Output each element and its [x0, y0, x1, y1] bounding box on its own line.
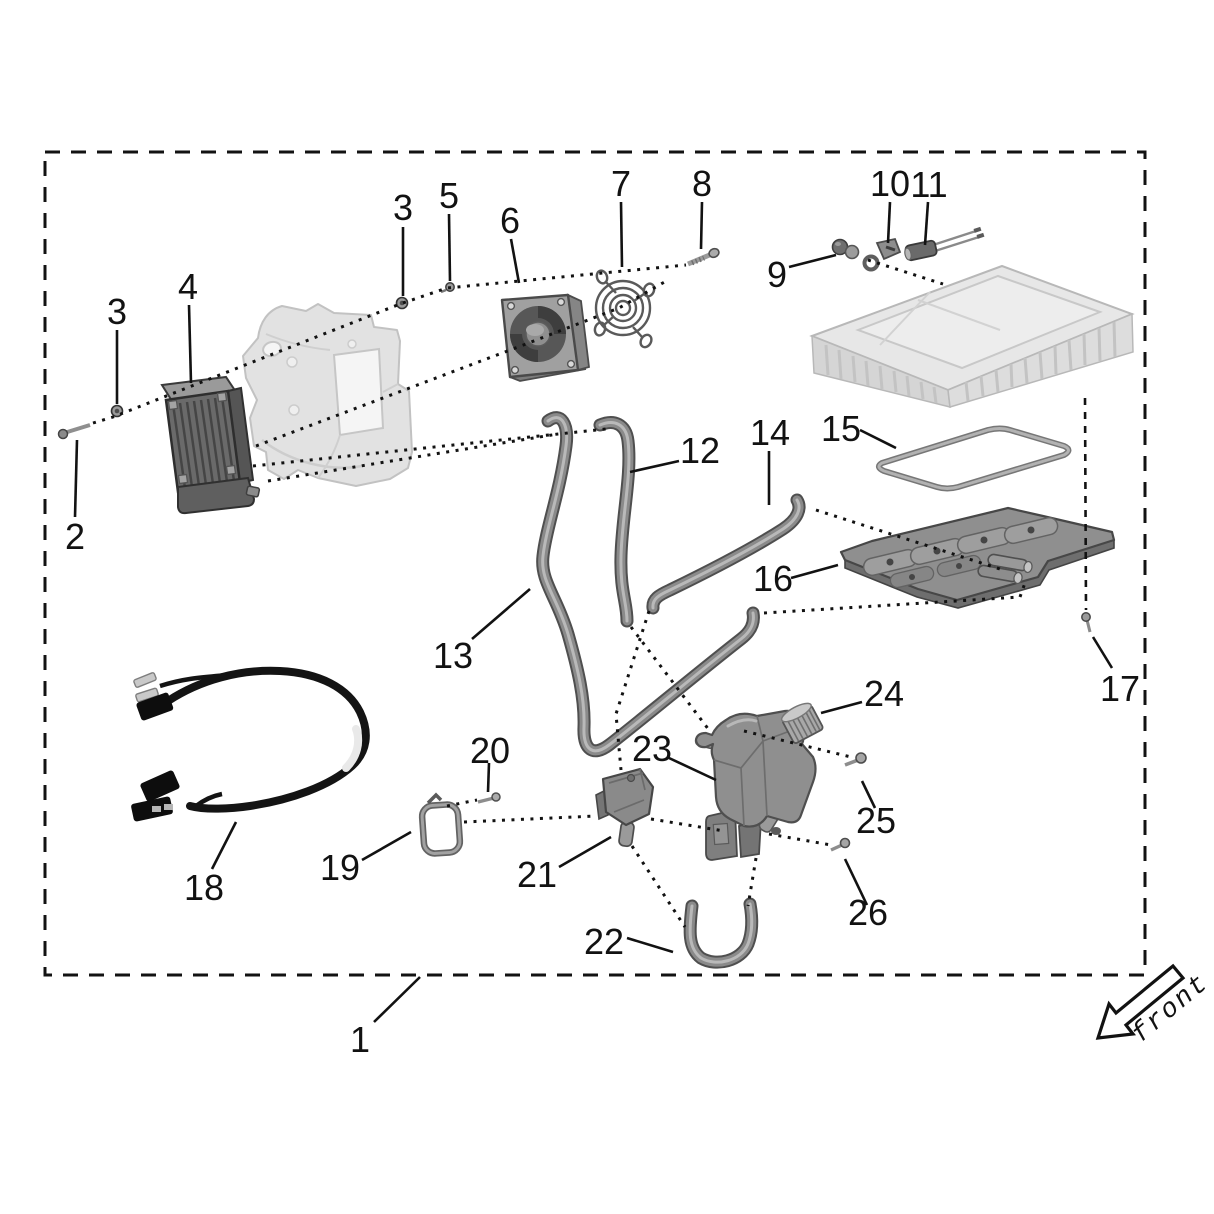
callout-14: 14: [750, 412, 790, 453]
mount-block-21: [595, 767, 655, 848]
leader-line: [860, 780, 877, 809]
wiring-harness-18: [131, 666, 370, 822]
screw-25: [844, 752, 867, 767]
hose-12: [593, 416, 636, 628]
callout-17: 17: [1100, 668, 1140, 709]
cooling-plate-16: [839, 506, 1116, 609]
nut-3-upper: [395, 296, 409, 310]
callout-1: 1: [350, 1019, 370, 1060]
leader-line: [373, 976, 421, 1023]
callout-6: 6: [500, 200, 520, 241]
leader-line: [843, 858, 869, 906]
callout-16: 16: [753, 558, 793, 599]
assembly-boundary-box: [43, 150, 1147, 977]
cap-24: [780, 702, 824, 744]
leader-line: [73, 439, 79, 518]
leader-line: [790, 563, 839, 580]
grommet-9: [831, 238, 860, 260]
callout-7: 7: [611, 163, 631, 204]
ghost-mounting-bracket: [242, 303, 413, 487]
assembly-line: [815, 508, 1001, 571]
bolt-8: [687, 247, 720, 267]
leader-line: [509, 238, 521, 284]
cooling-fan: [500, 293, 590, 382]
callout-3-upper: 3: [393, 187, 413, 228]
callout-8: 8: [692, 163, 712, 204]
fan-guard: [593, 269, 656, 349]
sensor-11: [904, 226, 985, 262]
callout-5: 5: [439, 175, 459, 216]
callout-20: 20: [470, 730, 510, 771]
assembly-line: [650, 817, 725, 833]
leader-line: [886, 201, 892, 244]
leader-line: [859, 428, 897, 450]
screw-20: [477, 792, 501, 804]
callout-4: 4: [178, 266, 198, 307]
assembly-line: [252, 427, 607, 468]
hose-13: [536, 411, 760, 758]
callout-15: 15: [821, 408, 861, 449]
assembly-line: [867, 258, 944, 286]
clamp-19: [418, 792, 464, 857]
assembly-line: [629, 626, 711, 731]
leader-line: [447, 213, 452, 282]
callout-18: 18: [184, 867, 224, 908]
assembly-line: [463, 814, 597, 824]
screw-17: [1081, 612, 1092, 633]
leader-line: [699, 201, 704, 250]
leader-line: [471, 588, 531, 640]
radiator: [160, 375, 261, 515]
leader-line: [629, 459, 680, 474]
leader-line: [820, 700, 863, 715]
callout-12: 12: [680, 430, 720, 471]
callout-21: 21: [517, 854, 557, 895]
leader-line: [210, 821, 238, 870]
assembly-line: [763, 579, 1028, 615]
leader-line: [187, 304, 193, 384]
callout-9: 9: [767, 254, 787, 295]
assembly-line: [746, 857, 758, 907]
screw-5: [440, 282, 455, 294]
assembly-line: [255, 278, 669, 448]
leader-line: [558, 835, 612, 869]
callout-22: 22: [584, 921, 624, 962]
leader-line: [1091, 636, 1114, 669]
hose-22: [683, 897, 759, 969]
leader-line: [626, 936, 674, 954]
assembly-dotted-lines: [92, 258, 1088, 928]
nut-3-left: [110, 404, 124, 418]
assembly-line: [267, 432, 559, 483]
hose-14: [646, 493, 806, 615]
assembly-line: [768, 832, 832, 847]
callout-leader-lines: [73, 201, 1114, 1023]
front-arrow-icon: [1095, 963, 1186, 1040]
bolt-2: [57, 423, 91, 440]
callout-23: 23: [632, 728, 672, 769]
front-direction-arrow: front: [1095, 963, 1214, 1050]
leader-line: [788, 253, 837, 269]
callout-labels: 1 2 3 4 3 5 6 7 8 9 10 11 12 13 14 15 16…: [65, 163, 1140, 1060]
assembly-line: [630, 845, 687, 928]
screw-26: [830, 837, 851, 852]
callout-13: 13: [433, 635, 473, 676]
ghost-controller-box: [809, 264, 1135, 408]
callout-25: 25: [856, 800, 896, 841]
callout-24: 24: [864, 673, 904, 714]
assembly-line: [1083, 397, 1088, 611]
retainer-bracket-10: [862, 237, 902, 272]
callout-11: 11: [910, 164, 947, 205]
gasket-15: [876, 425, 1072, 492]
leader-line: [619, 201, 624, 268]
leader-line: [486, 762, 491, 793]
leader-line: [923, 201, 930, 246]
leader-line: [668, 756, 717, 782]
callout-26: 26: [848, 892, 888, 933]
callout-2: 2: [65, 516, 85, 557]
callout-10: 10: [870, 163, 910, 204]
callout-19: 19: [320, 847, 360, 888]
callout-3-left: 3: [107, 291, 127, 332]
leader-line: [361, 830, 412, 862]
